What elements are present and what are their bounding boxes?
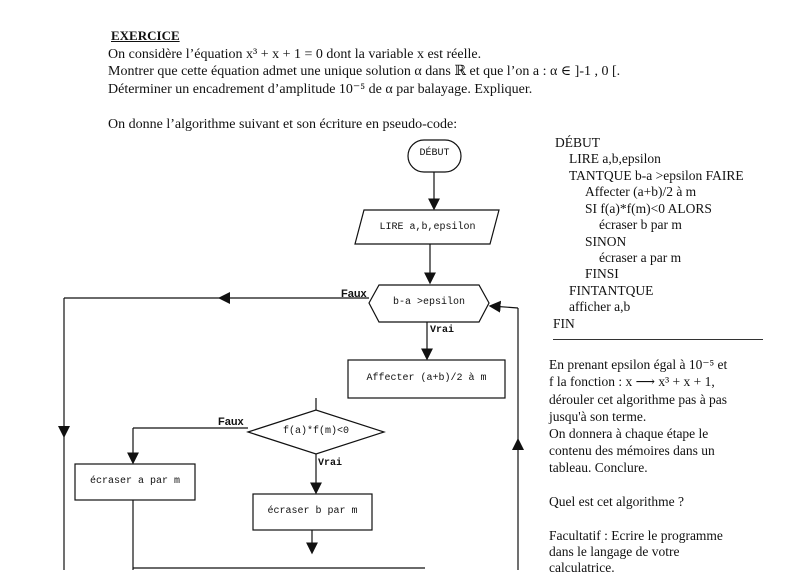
exercise-line-1: On considère l’équation x³ + x + 1 = 0 d… bbox=[108, 47, 482, 62]
exercise-line-2: Montrer que cette équation admet une uni… bbox=[108, 64, 621, 79]
loop-return-arrowhead bbox=[512, 438, 524, 450]
algorithm-intro: On donne l’algorithme suivant et son écr… bbox=[108, 117, 458, 132]
instruction-line-2: f la fonction : x ⟶ x³ + x + 1, bbox=[549, 374, 715, 389]
read-parallelogram bbox=[354, 209, 500, 245]
loop-false-arrowhead bbox=[218, 292, 230, 304]
loop-true-label: Vrai bbox=[430, 325, 455, 336]
pseudo-line-lire: LIRE a,b,epsilon bbox=[569, 151, 661, 166]
pseudo-line-fintantque: FINTANTQUE bbox=[569, 283, 654, 298]
pseudo-line-sinon: SINON bbox=[585, 234, 627, 249]
instruction-line-6: contenu des mémoires dans un bbox=[549, 443, 715, 458]
pseudo-line-finsi: FINSI bbox=[585, 266, 619, 281]
if-condition-diamond bbox=[246, 409, 386, 455]
replace-a-label: écraser a par m bbox=[89, 476, 180, 487]
start-label: DÉBUT bbox=[419, 148, 450, 159]
read-label: LIRE a,b,epsilon bbox=[379, 222, 476, 233]
assign-label: Affecter (a+b)/2 à m bbox=[366, 373, 487, 384]
loop-false-label: Faux bbox=[341, 288, 367, 300]
pseudo-line-ecraser-b: écraser b par m bbox=[599, 217, 682, 232]
pseudo-line-debut: DÉBUT bbox=[555, 135, 600, 150]
exercise-line-3: Déterminer un encadrement d’amplitude 10… bbox=[108, 82, 533, 97]
loop-false-down-arrowhead bbox=[58, 426, 70, 438]
optional-line-2: dans le langage de votre bbox=[549, 544, 680, 559]
instruction-line-4: jusqu'à son terme. bbox=[549, 409, 647, 424]
pseudocode-divider bbox=[553, 339, 763, 340]
replace-a-rectangle bbox=[74, 463, 196, 501]
instruction-line-5: On donnera à chaque étape le bbox=[549, 426, 709, 441]
if-false-label: Faux bbox=[218, 416, 244, 428]
loop-condition-label: b-a >epsilon bbox=[392, 297, 465, 308]
instruction-line-1: En prenant epsilon égal à 10⁻⁵ et bbox=[549, 357, 728, 372]
pseudo-line-ecraser-a: écraser a par m bbox=[599, 250, 682, 265]
if-true-label: Vrai bbox=[318, 458, 343, 469]
loop-return-arrow bbox=[488, 300, 519, 313]
pseudo-line-fin: FIN bbox=[553, 316, 575, 331]
question-line: Quel est cet algorithme ? bbox=[549, 494, 684, 509]
replace-b-label: écraser b par m bbox=[267, 506, 358, 517]
instruction-line-7: tableau. Conclure. bbox=[549, 460, 648, 475]
pseudo-line-si: SI f(a)*f(m)<0 ALORS bbox=[585, 201, 712, 216]
pseudo-line-affecter: Affecter (a+b)/2 à m bbox=[585, 184, 697, 199]
instruction-line-3: dérouler cet algorithme pas à pas bbox=[549, 392, 728, 407]
assign-rectangle bbox=[347, 359, 506, 399]
if-condition-label: f(a)*f(m)<0 bbox=[282, 426, 349, 437]
pseudo-line-afficher: afficher a,b bbox=[569, 299, 631, 314]
pseudo-line-tantque: TANTQUE b-a >epsilon FAIRE bbox=[569, 168, 744, 183]
optional-line-1: Facultatif : Ecrire le programme bbox=[549, 528, 723, 543]
optional-line-3: calculatrice. bbox=[549, 560, 615, 575]
exercise-title: EXERCICE bbox=[111, 28, 180, 43]
